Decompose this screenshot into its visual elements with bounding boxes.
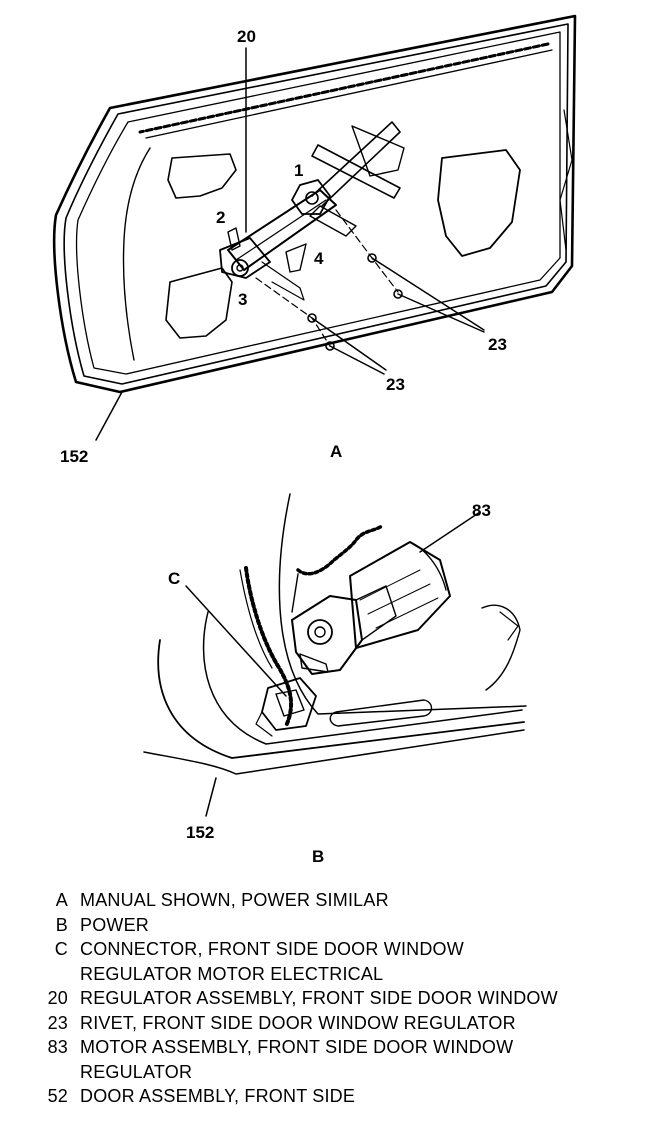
access-hole-upper-left <box>167 153 237 199</box>
legend-row: 83 MOTOR ASSEMBLY, FRONT SIDE DOOR WINDOW <box>28 1035 658 1060</box>
legend-text: CONNECTOR, FRONT SIDE DOOR WINDOW <box>80 939 464 959</box>
callout-2: 2 <box>216 208 225 227</box>
legend-row: REGULATOR <box>28 1060 658 1085</box>
legend-key <box>28 1060 80 1085</box>
legend-text: POWER <box>80 914 150 935</box>
callout-c: C <box>168 569 180 588</box>
legend-key: 23 <box>47 1012 68 1033</box>
window-regulator-assembly <box>219 121 405 301</box>
callout-4: 4 <box>314 249 324 268</box>
rivet-icon <box>325 341 335 351</box>
legend-text: DOOR ASSEMBLY, FRONT SIDE <box>80 1086 356 1106</box>
rivet-icon <box>393 289 403 299</box>
access-hole-right <box>437 149 521 257</box>
callout-3: 3 <box>238 290 247 309</box>
panel-label-b: B <box>312 847 324 866</box>
legend-row: 23 RIVET, FRONT SIDE DOOR WINDOW REGULATO… <box>28 1011 658 1036</box>
electrical-connector <box>255 677 317 737</box>
callout-83: 83 <box>472 501 491 520</box>
legend-text: RIVET, FRONT SIDE DOOR WINDOW REGULATOR <box>80 1012 516 1033</box>
callout-152-b: 152 <box>186 823 214 842</box>
rivet-icon <box>307 313 317 323</box>
callout-1: 1 <box>294 161 303 180</box>
access-hole-lower-left <box>165 267 233 339</box>
legend-key: 20 <box>47 988 68 1008</box>
legend-text: REGULATOR ASSEMBLY, FRONT SIDE DOOR WIND… <box>80 988 558 1008</box>
legend-row: 52 DOOR ASSEMBLY, FRONT SIDE <box>28 1084 658 1109</box>
door-panel-b <box>143 493 527 817</box>
callout-20: 20 <box>237 27 256 46</box>
legend-key: 83 <box>47 1037 68 1057</box>
door-panel-a <box>52 14 577 441</box>
legend-row: 20 REGULATOR ASSEMBLY, FRONT SIDE DOOR WI… <box>28 986 658 1011</box>
legend: A MANUAL SHOWN, POWER SIMILAR B POWER C CON… <box>28 888 658 1109</box>
rivet-icon <box>367 253 377 263</box>
window-motor-assembly <box>291 541 451 675</box>
legend-key: B <box>55 914 68 935</box>
legend-text: MOTOR ASSEMBLY, FRONT SIDE DOOR WINDOW <box>80 1037 514 1057</box>
legend-key: 52 <box>47 1086 68 1106</box>
door-window-regulator-diagram: 20 1 2 3 4 23 23 152 A 83 C 152 B <box>52 14 577 866</box>
legend-row: B POWER <box>28 913 658 938</box>
panel-label-a: A <box>330 442 342 461</box>
callout-152-a: 152 <box>60 447 88 466</box>
legend-text: REGULATOR MOTOR ELECTRICAL <box>80 963 384 984</box>
legend-key: C <box>54 939 68 959</box>
legend-row: REGULATOR MOTOR ELECTRICAL <box>28 962 658 987</box>
legend-row: C CONNECTOR, FRONT SIDE DOOR WINDOW <box>28 937 658 962</box>
legend-key: A <box>55 890 68 910</box>
legend-key <box>28 962 80 987</box>
callout-23-right: 23 <box>488 335 507 354</box>
callout-23-lower: 23 <box>386 375 405 394</box>
legend-row: A MANUAL SHOWN, POWER SIMILAR <box>28 888 658 913</box>
legend-text: MANUAL SHOWN, POWER SIMILAR <box>80 890 389 910</box>
legend-text: REGULATOR <box>80 1061 193 1082</box>
